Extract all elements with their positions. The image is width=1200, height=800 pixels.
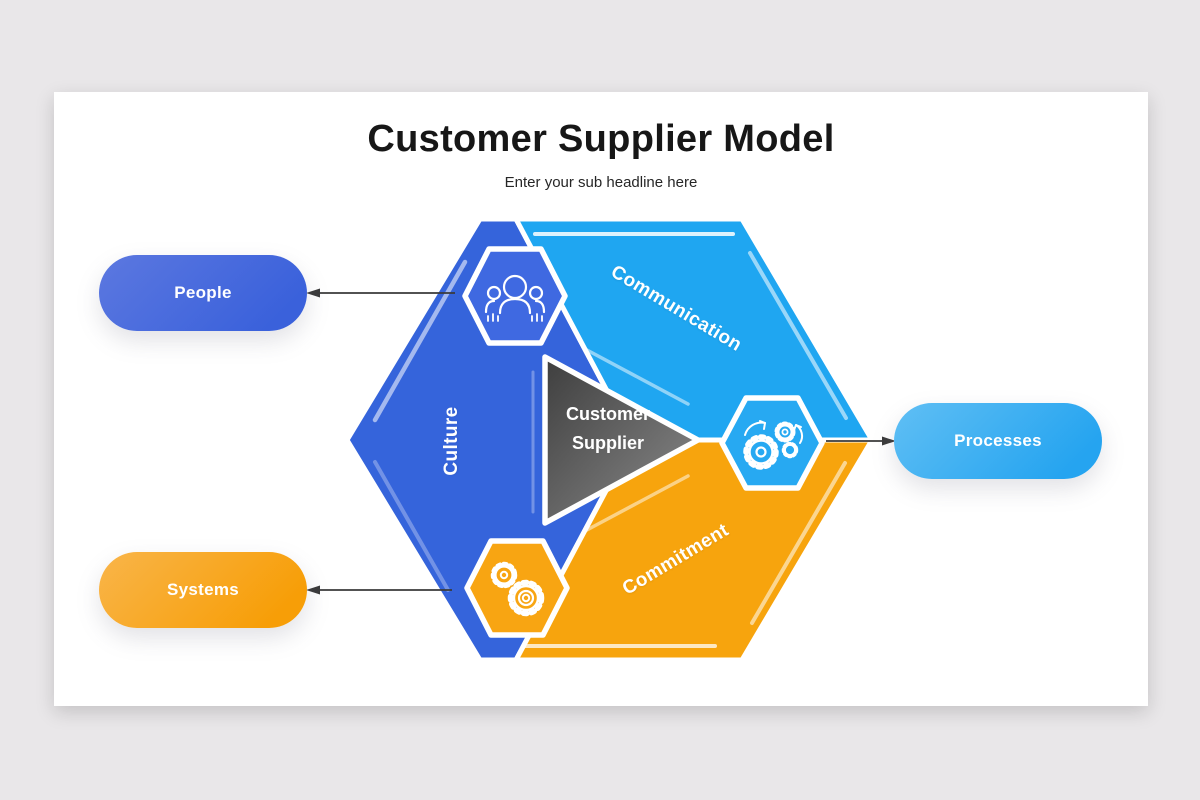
callout-pill-processes: Processes (894, 403, 1102, 479)
arrow-processes-head (882, 436, 896, 446)
gear-teeth (774, 421, 796, 443)
arrow-systems-head (306, 585, 320, 595)
gloss-streak (583, 347, 690, 406)
team-icon-ticks (487, 313, 543, 322)
center-triangle-label: Customer Supplier (566, 400, 650, 458)
hex-team (462, 246, 568, 346)
gear-hole (781, 428, 789, 436)
page-subtitle: Enter your sub headline here (504, 174, 698, 191)
gear-hole (755, 446, 767, 458)
callout-pill-systems-label: Systems (166, 580, 240, 599)
team-icon-right-body (534, 299, 546, 314)
connector-arrows (306, 288, 896, 595)
center-label-line1: Customer (565, 403, 651, 424)
gloss-streak (372, 259, 468, 423)
hex-double-gear (464, 538, 570, 638)
gear-teeth (507, 579, 545, 617)
callout-pill-systems: Systems (99, 552, 307, 628)
team-icon-left-head (486, 285, 502, 301)
gear-hole (521, 593, 531, 603)
gears-sync-icon (743, 420, 803, 470)
sync-arrow-left-head (759, 420, 766, 430)
gear-body (748, 439, 774, 465)
gear-body (494, 565, 514, 585)
gear-hole (499, 570, 509, 580)
team-icon-left-body (484, 299, 496, 314)
gloss-streak (373, 460, 450, 592)
gear-body (777, 424, 793, 440)
gear-teeth (490, 561, 518, 589)
hex-team-shape (462, 246, 568, 346)
arrow-people-head (306, 288, 320, 298)
gear-teeth (743, 434, 779, 470)
hex-gears-sync (719, 395, 825, 491)
gear-ring (517, 589, 535, 607)
center-label-line2: Supplier (571, 433, 645, 453)
center-triangle (542, 354, 701, 526)
callout-pill-people-label: People (174, 283, 232, 302)
sync-arrow-right-head (793, 424, 802, 431)
gloss-streak (750, 461, 847, 625)
callout-pill-processes-label: Processes (954, 431, 1042, 450)
gear-teeth (781, 441, 799, 459)
gear-body (784, 444, 796, 456)
team-icon-right-head (528, 285, 544, 301)
page-title: Customer Supplier Model (367, 118, 835, 160)
double-gear-icon (490, 561, 545, 617)
segment-label-culture: Culture (441, 406, 462, 476)
gloss-streak (748, 251, 848, 420)
team-icon (484, 274, 546, 322)
gear-body (512, 584, 540, 612)
gloss-streak (583, 474, 690, 533)
gloss-streaks (372, 232, 848, 648)
callout-pill-people: People (99, 255, 307, 331)
team-icon-center-body (498, 297, 532, 315)
